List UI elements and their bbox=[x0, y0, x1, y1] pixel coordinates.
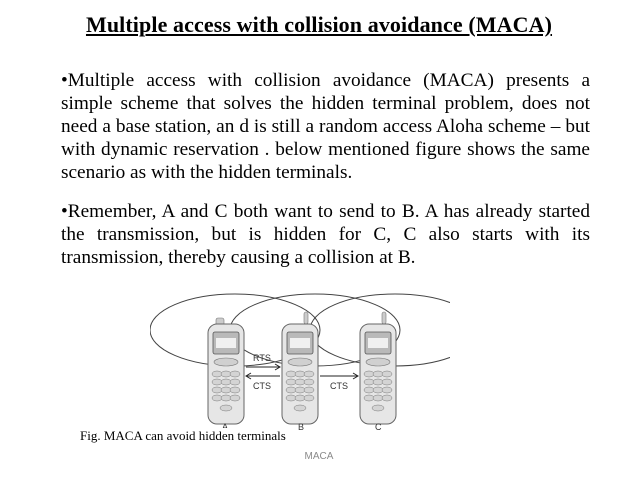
slide-title: Multiple access with collision avoidance… bbox=[85, 12, 553, 37]
maca-figure: RTS CTS CTS A B C bbox=[150, 293, 450, 432]
rts-arrow bbox=[246, 363, 281, 371]
figure-caption: Fig. MACA can avoid hidden terminals bbox=[80, 428, 287, 444]
cts-label-right: CTS bbox=[330, 381, 348, 391]
cts-arrow-right bbox=[320, 372, 359, 380]
rts-label: RTS bbox=[253, 353, 271, 363]
paragraph-hidden-terminal-example: •Remember, A and C both want to send to … bbox=[61, 201, 590, 268]
paragraph-maca-description: •Multiple access with collision avoidanc… bbox=[61, 70, 590, 183]
cts-label-left: CTS bbox=[253, 381, 271, 391]
phone-b-icon bbox=[281, 311, 319, 425]
slide-footer: MACA bbox=[304, 451, 334, 462]
node-label-b: B bbox=[298, 422, 304, 432]
node-label-a: A bbox=[222, 422, 228, 432]
cts-arrow-left bbox=[245, 372, 280, 380]
node-label-c: C bbox=[375, 422, 382, 432]
phone-a-icon bbox=[207, 317, 245, 425]
phone-c-icon bbox=[359, 311, 397, 425]
